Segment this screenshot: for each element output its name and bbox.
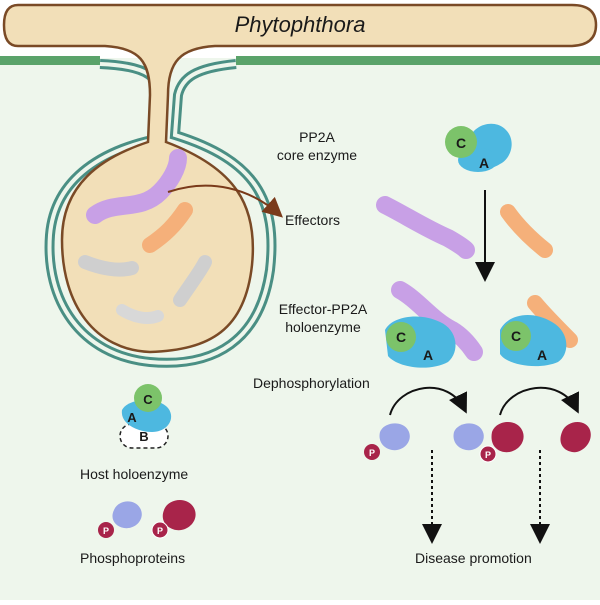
pp2a-core-enzyme xyxy=(445,123,512,172)
holo1-c-label: C xyxy=(396,329,406,345)
core-c-label: C xyxy=(456,135,466,151)
host-c-label: C xyxy=(143,392,153,407)
secretion-arrow xyxy=(167,184,283,218)
effector-lilac-inside xyxy=(86,149,187,224)
effector-orange-free xyxy=(500,204,553,258)
dephosphorylation-label: Dephosphorylation xyxy=(253,375,370,391)
host-holoenzyme xyxy=(119,384,172,449)
effector-gray-3 xyxy=(116,304,164,324)
phosphoproteins-label: Phosphoproteins xyxy=(80,550,186,566)
holoenzyme-label: Effector-PP2A holoenzyme xyxy=(278,301,368,335)
phosphoproteins-legend xyxy=(98,499,196,539)
effectors-label: Effectors xyxy=(285,212,340,228)
phospho-mark-2: P xyxy=(485,450,491,460)
phosphoprotein-blue-left xyxy=(364,423,410,460)
effector-gray-2 xyxy=(173,255,212,307)
diagram-title: Phytophthora xyxy=(234,12,366,37)
phospho-mark-4: P xyxy=(157,526,163,536)
holoenzyme-orange xyxy=(500,295,578,367)
dephosphorylated-red xyxy=(560,421,591,453)
host-a-label: A xyxy=(127,410,137,425)
core-enzyme-label: PP2A core enzyme xyxy=(276,129,358,163)
holo1-a-label: A xyxy=(423,347,433,363)
pathogen-hypha xyxy=(2,3,598,354)
host-b-label: B xyxy=(139,429,148,444)
subunit-c-core xyxy=(445,126,477,158)
dephos-arrow-right xyxy=(499,386,579,416)
holo2-c-label: C xyxy=(511,328,521,344)
effector-orange-inside xyxy=(142,202,193,253)
effector-lilac-free xyxy=(376,196,475,259)
dephosphorylated-blue xyxy=(453,423,484,451)
holo2-a-label: A xyxy=(537,347,547,363)
dephos-arrow-left xyxy=(389,386,467,416)
host-cell-wall-left xyxy=(0,56,100,65)
effector-gray-1 xyxy=(78,255,139,277)
core-a-label: A xyxy=(479,155,489,171)
disease-promotion-label: Disease promotion xyxy=(415,550,532,566)
phospho-mark-3: P xyxy=(103,526,109,536)
phosphoprotein-red-left xyxy=(479,421,524,463)
host-cell-wall-right xyxy=(236,56,600,65)
extrahaustorial-membrane-gap xyxy=(47,62,274,365)
phospho-mark-1: P xyxy=(369,448,375,458)
holoenzyme-lilac xyxy=(385,281,483,368)
host-holoenzyme-label: Host holoenzyme xyxy=(80,466,189,482)
